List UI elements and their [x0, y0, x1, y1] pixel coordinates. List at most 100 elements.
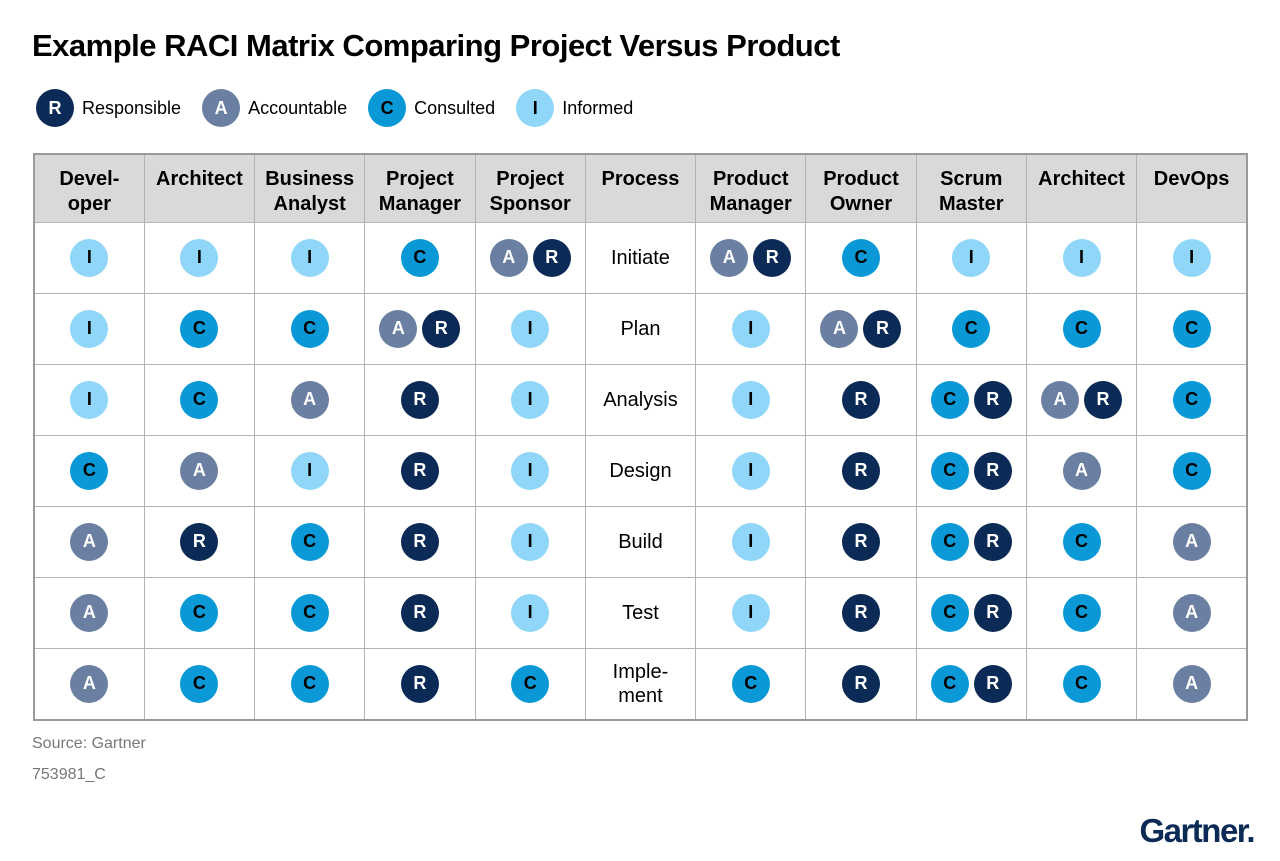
raci-cell: A	[1025, 434, 1138, 507]
badge-i: I	[511, 593, 550, 632]
badge-i: I	[70, 380, 109, 419]
badge-a: A	[1172, 664, 1211, 703]
badge-c: C	[930, 593, 969, 632]
raci-cell: C	[695, 647, 807, 720]
raci-badges: R	[806, 593, 915, 632]
raci-cell: I	[254, 221, 366, 294]
column-header-label: Project Sponsor	[489, 168, 571, 215]
raci-cell: I	[695, 576, 807, 649]
legend-badge-i: I	[516, 89, 555, 127]
badge-c: C	[952, 309, 991, 348]
raci-cell: A	[33, 576, 145, 649]
legend-label: Informed	[562, 97, 634, 118]
column-header: Project Sponsor	[474, 153, 586, 223]
raci-badges: C	[255, 593, 364, 632]
badge-c: C	[1172, 451, 1211, 490]
raci-badges: C	[255, 664, 364, 703]
raci-cell: R	[805, 576, 917, 649]
raci-badges: C	[806, 238, 915, 277]
raci-cell: C	[33, 434, 145, 507]
raci-badges: C	[476, 664, 585, 703]
badge-r: R	[863, 309, 902, 348]
raci-badges: I	[696, 380, 805, 419]
raci-badges: A	[1137, 593, 1246, 632]
process-cell: Test	[584, 576, 697, 649]
column-header-label: Process	[601, 168, 680, 190]
raci-cell: C	[1136, 434, 1248, 507]
raci-badges: C	[917, 309, 1026, 348]
badge-i: I	[731, 522, 770, 561]
badge-c: C	[1062, 593, 1101, 632]
badge-i: I	[1172, 238, 1211, 277]
raci-cell: A	[33, 505, 145, 578]
raci-badges: I	[696, 309, 805, 348]
raci-badges: C	[35, 451, 144, 490]
legend-label: Responsible	[82, 97, 182, 118]
raci-badges: C	[1027, 309, 1136, 348]
raci-cell: A	[143, 434, 256, 507]
raci-badges: R	[145, 522, 254, 561]
raci-badges: I	[35, 380, 144, 419]
raci-cell: R	[364, 576, 476, 649]
badge-i: I	[731, 309, 770, 348]
logo-text: Gartner	[1139, 812, 1247, 849]
badge-c: C	[180, 380, 219, 419]
process-cell: Imple- ment	[584, 647, 697, 720]
badge-r: R	[532, 238, 571, 277]
raci-cell: I	[33, 292, 145, 365]
column-header: Scrum Master	[915, 153, 1027, 223]
process-cell: Plan	[584, 292, 697, 365]
column-header-label: Product Owner	[823, 168, 899, 215]
column-header-label: Architect	[1038, 168, 1125, 190]
badge-r: R	[973, 593, 1012, 632]
column-header: Project Manager	[364, 153, 476, 223]
column-header: Product Owner	[805, 153, 917, 223]
badge-i: I	[511, 451, 550, 490]
raci-badges: A	[35, 593, 144, 632]
raci-cell: C	[915, 292, 1027, 365]
gartner-logo: Gartner.	[1139, 812, 1255, 850]
logo-dot: .	[1246, 812, 1255, 849]
raci-badges: I	[696, 522, 805, 561]
badge-i: I	[1062, 238, 1101, 277]
raci-cell: I	[33, 363, 145, 436]
badge-r: R	[753, 238, 792, 277]
badge-i: I	[290, 238, 329, 277]
raci-cell: R	[805, 363, 917, 436]
badge-a: A	[379, 309, 418, 348]
column-header-label: Business Analyst	[265, 168, 355, 215]
badge-c: C	[290, 309, 329, 348]
badge-r: R	[973, 522, 1012, 561]
badge-r: R	[400, 380, 439, 419]
badge-i: I	[731, 593, 770, 632]
badge-r: R	[180, 522, 219, 561]
raci-cell: C	[254, 576, 366, 649]
badge-a: A	[710, 238, 749, 277]
badge-r: R	[1084, 380, 1123, 419]
badge-i: I	[70, 238, 109, 277]
raci-cell: I	[915, 221, 1027, 294]
raci-cell: I	[474, 363, 586, 436]
column-header-label: DevOps	[1153, 168, 1230, 190]
badge-c: C	[180, 309, 219, 348]
badge-r: R	[422, 309, 461, 348]
raci-badges: A	[145, 451, 254, 490]
raci-badges: I	[255, 238, 364, 277]
raci-cell: A	[33, 647, 145, 720]
badge-c: C	[180, 664, 219, 703]
column-header-label: Devel- oper	[59, 168, 120, 215]
badge-i: I	[180, 238, 219, 277]
raci-cell: C	[1025, 576, 1138, 649]
badge-c: C	[290, 522, 329, 561]
badge-c: C	[1062, 309, 1101, 348]
raci-cell: C	[805, 221, 917, 294]
